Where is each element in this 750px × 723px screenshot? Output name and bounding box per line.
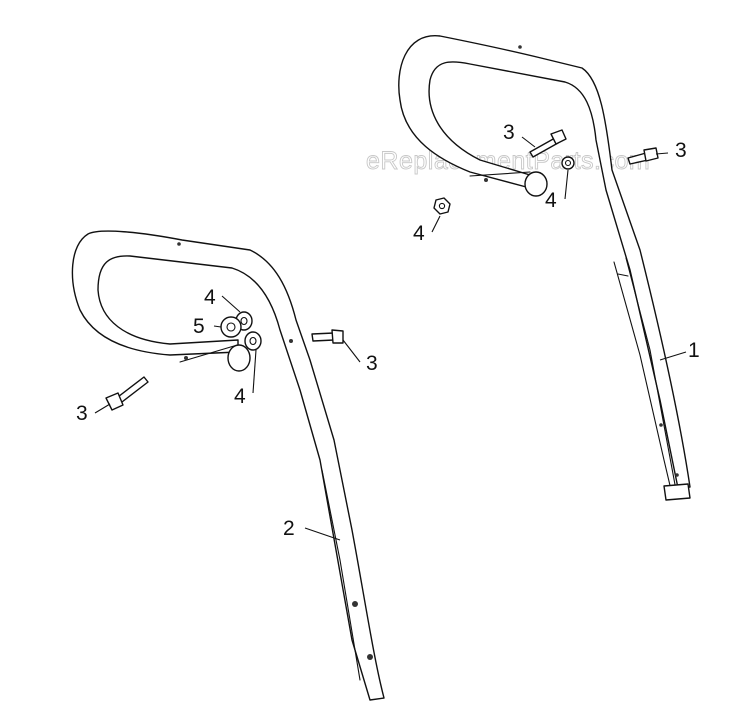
callout-5: 5 [193, 315, 205, 338]
nut-4b [433, 197, 451, 215]
bolt-3c [311, 329, 344, 344]
bolt-3b [627, 147, 659, 165]
spacer-5 [220, 316, 242, 338]
callout-4b: 4 [413, 222, 425, 245]
callout-3b: 3 [675, 139, 687, 162]
washer-4d [244, 331, 262, 351]
callout-4c: 4 [204, 286, 216, 309]
callout-4a: 4 [545, 189, 557, 212]
callout-3c: 3 [366, 352, 378, 375]
bolt-3a [529, 129, 567, 158]
callout-3a: 3 [503, 121, 515, 144]
callout-3d: 3 [76, 402, 88, 425]
callout-2: 2 [283, 517, 295, 540]
washer-4a [561, 156, 575, 170]
leader-lines [94, 136, 687, 541]
bolt-3d [105, 376, 149, 411]
callout-4d: 4 [234, 385, 246, 408]
callout-labels: 1 2 3 3 3 3 4 4 4 4 5 [76, 121, 700, 540]
handle-part-1 [398, 35, 691, 501]
callout-1: 1 [688, 339, 700, 362]
handle-part-2 [71, 230, 385, 701]
